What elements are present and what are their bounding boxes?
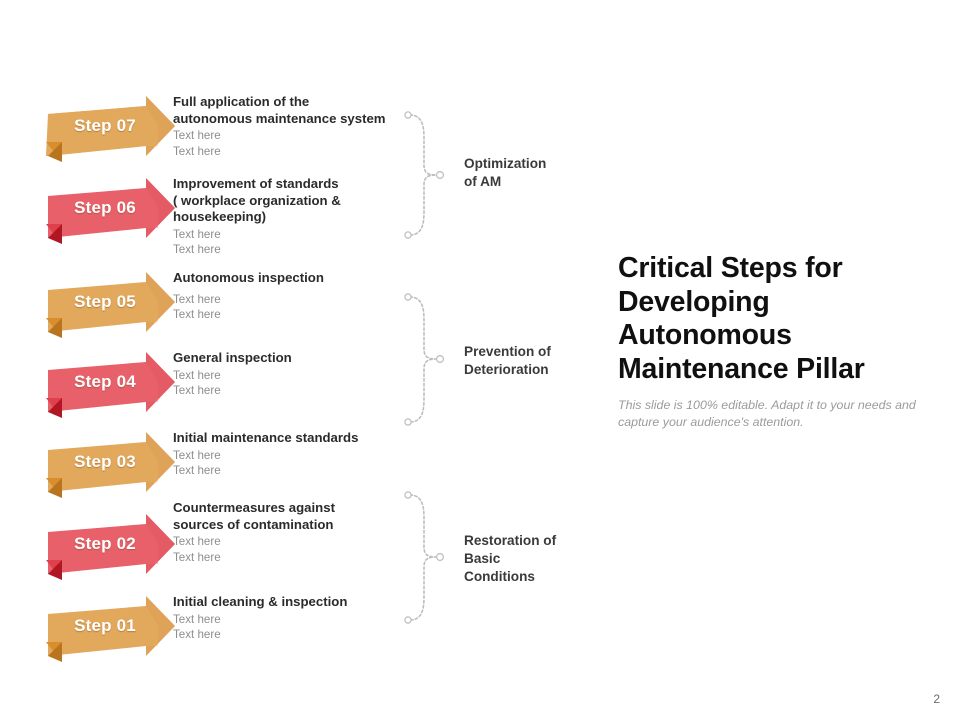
- step-row-04[interactable]: Step 04 General inspection Text here Tex…: [0, 350, 400, 430]
- step-row-03[interactable]: Step 03 Initial maintenance standards Te…: [0, 430, 400, 510]
- step-sub2-02: Text here: [173, 550, 221, 564]
- step-arrow-07[interactable]: Step 07: [46, 94, 176, 170]
- step-text-06: Improvement of standards ( workplace org…: [173, 176, 398, 258]
- step-arrow-06[interactable]: Step 06: [46, 176, 176, 252]
- step-text-02: Countermeasures against sources of conta…: [173, 500, 398, 565]
- step-arrow-03[interactable]: Step 03: [46, 430, 176, 506]
- steps-column: Step 07 Full application of the autonomo…: [0, 0, 400, 720]
- step-sub1-02: Text here: [173, 535, 221, 548]
- group-bracket-prevention: [402, 292, 454, 427]
- step-sub2-06: Text here: [173, 243, 221, 256]
- group-bracket-optimization: [402, 110, 454, 240]
- step-row-01[interactable]: Step 01 Initial cleaning & inspection Te…: [0, 594, 400, 674]
- step-title-02: Countermeasures against sources of conta…: [173, 500, 335, 532]
- step-title-03: Initial maintenance standards: [173, 430, 359, 445]
- step-arrow-02[interactable]: Step 02: [46, 512, 176, 588]
- step-sub2-04: Text here: [173, 384, 221, 397]
- group-bracket-restoration: [402, 490, 454, 625]
- page-subtitle: This slide is 100% editable. Adapt it to…: [618, 398, 916, 429]
- step-sub1-04: Text here: [173, 368, 221, 382]
- step-text-01: Initial cleaning & inspection Text here …: [173, 594, 398, 643]
- step-sub1-06: Text here: [173, 227, 221, 241]
- step-title-04: General inspection: [173, 350, 292, 365]
- right-panel: Critical Steps for Developing Autonomous…: [618, 252, 948, 430]
- page-title: Critical Steps for Developing Autonomous…: [618, 252, 865, 385]
- step-arrow-04[interactable]: Step 04: [46, 350, 176, 426]
- step-title-07: Full application of the autonomous maint…: [173, 94, 386, 126]
- step-sub2-01: Text here: [173, 628, 221, 641]
- step-row-07[interactable]: Step 07 Full application of the autonomo…: [0, 94, 400, 174]
- step-row-05[interactable]: Step 05 Autonomous inspection Text here …: [0, 270, 400, 350]
- step-text-07: Full application of the autonomous maint…: [173, 94, 398, 159]
- group-label-optimization: Optimization of AM: [464, 156, 547, 189]
- step-sub2-07: Text here: [173, 144, 221, 158]
- group-label-prevention: Prevention of Deterioration: [464, 344, 551, 377]
- step-title-05: Autonomous inspection: [173, 270, 324, 285]
- step-sub1-03: Text here: [173, 448, 221, 462]
- step-sub1-07: Text here: [173, 129, 221, 142]
- page-number: 2: [933, 692, 940, 706]
- step-sub1-01: Text here: [173, 612, 221, 626]
- step-sub1-05: Text here: [173, 292, 221, 306]
- step-text-05: Autonomous inspection Text here Text her…: [173, 270, 398, 323]
- step-title-01: Initial cleaning & inspection: [173, 594, 348, 609]
- step-sub2-05: Text here: [173, 308, 221, 321]
- step-text-04: General inspection Text here Text here: [173, 350, 398, 399]
- step-text-03: Initial maintenance standards Text here …: [173, 430, 398, 479]
- group-label-restoration: Restoration of Basic Conditions: [464, 533, 557, 584]
- step-arrow-01[interactable]: Step 01: [46, 594, 176, 670]
- step-arrow-05[interactable]: Step 05: [46, 270, 176, 346]
- step-sub2-03: Text here: [173, 464, 221, 477]
- step-row-02[interactable]: Step 02 Countermeasures against sources …: [0, 500, 400, 580]
- step-title-06: Improvement of standards ( workplace org…: [173, 176, 341, 224]
- step-row-06[interactable]: Step 06 Improvement of standards ( workp…: [0, 176, 400, 256]
